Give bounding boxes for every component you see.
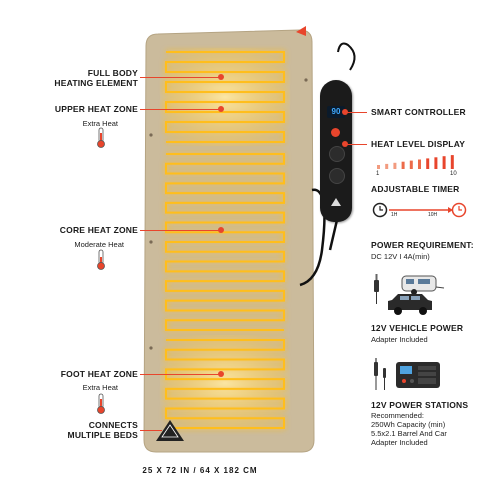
timer-max: 10H <box>428 212 438 218</box>
pointer-core-zone <box>140 230 220 231</box>
timer-scale <box>372 202 467 218</box>
pointer-connects <box>140 430 162 431</box>
heat-level-bar-9 <box>442 156 446 169</box>
pointer-dot-full-body <box>218 74 224 80</box>
pointer-smart-controller <box>345 112 367 113</box>
heat-level-bar-6 <box>418 159 421 169</box>
heat-level-bar-1 <box>377 165 380 169</box>
label-vehicle-power-sub: Adapter Included <box>371 335 428 344</box>
smart-controller-device[interactable]: 90 <box>320 80 352 222</box>
connector-badge <box>156 420 184 441</box>
heating-coil-zone-2 <box>165 153 285 331</box>
pointer-dot-upper-zone <box>218 106 224 112</box>
power-station-icon <box>396 362 440 388</box>
label-power-stations: 12V POWER STATIONS <box>371 400 469 410</box>
clock-icon-start <box>372 202 388 218</box>
heat-level-button[interactable] <box>329 146 345 162</box>
heat-level-bar-2 <box>385 163 389 169</box>
label-upper-zone: UPPER HEAT ZONE <box>54 104 138 114</box>
pointer-dot-smart-controller <box>342 109 348 115</box>
label-core-zone: CORE HEAT ZONE <box>59 225 138 235</box>
pad-grommets <box>149 78 308 350</box>
heat-level-bar-10 <box>450 155 454 169</box>
barrel-plug-icon <box>374 358 386 390</box>
pointer-upper-zone <box>140 109 220 110</box>
car-plug-icon <box>374 274 379 304</box>
pointer-dot-core-zone <box>218 227 224 233</box>
pointer-dot-heat-level <box>342 141 348 147</box>
rv-trailer-icon <box>401 275 445 295</box>
controller-cord-top <box>337 42 356 71</box>
heat-level-bar-4 <box>401 161 405 169</box>
controller-display: 90 <box>327 106 345 118</box>
timer-min: 1H <box>391 212 398 218</box>
heating-element-coils <box>165 51 285 429</box>
pointer-foot-zone <box>140 374 220 375</box>
label-core-zone-sub: Moderate Heat <box>74 240 124 249</box>
pointer-dot-foot-zone <box>218 371 224 377</box>
label-smart-controller: SMART CONTROLLER <box>371 107 466 117</box>
label-full-body: FULL BODY HEATING ELEMENT <box>54 68 138 88</box>
controller-cord <box>299 188 326 287</box>
upper-zone-glow <box>160 48 290 146</box>
label-connects: CONNECTS MULTIPLE BEDS <box>67 420 138 440</box>
label-upper-zone-sub: Extra Heat <box>82 119 118 128</box>
timer-button[interactable] <box>329 168 345 184</box>
label-foot-zone-sub: Extra Heat <box>82 383 118 392</box>
label-vehicle-power: 12V VEHICLE POWER <box>371 323 464 333</box>
pointer-full-body <box>140 77 220 78</box>
thermometer-icon <box>97 127 105 148</box>
clock-icon-end <box>451 202 467 218</box>
controller-cord-bottom <box>328 219 339 251</box>
heat-level-bar-3 <box>393 162 397 169</box>
label-power-requirement: POWER REQUIREMENT: <box>371 240 474 250</box>
heat-level-bars <box>377 155 454 169</box>
thermometer-icon <box>97 249 105 270</box>
label-power-requirement-sub: DC 12V I 4A(min) <box>371 252 430 261</box>
heat-level-min: 1 <box>376 171 380 177</box>
pad-corner-tag <box>296 26 306 36</box>
power-button[interactable] <box>331 128 340 137</box>
heat-level-bar-5 <box>409 160 413 169</box>
heating-coil-zone-3 <box>165 339 285 429</box>
label-adjustable-timer: ADJUSTABLE TIMER <box>371 184 460 194</box>
label-foot-zone: FOOT HEAT ZONE <box>60 369 138 379</box>
label-heat-level-display: HEAT LEVEL DISPLAY <box>371 139 466 149</box>
label-power-stations-sub: Recommended: 250Wh Capacity (min) 5.5x2.… <box>371 411 447 447</box>
power-station-illustration <box>374 358 440 390</box>
brand-logo-icon <box>331 198 341 206</box>
foot-zone-glow <box>160 335 290 430</box>
heat-level-bar-8 <box>434 157 438 169</box>
suv-icon <box>388 294 432 315</box>
heat-level-max: 10 <box>450 171 457 177</box>
thermometer-icon <box>97 393 105 414</box>
heating-coil-zone-1 <box>165 51 285 143</box>
vehicles-illustration <box>374 274 445 315</box>
pointer-heat-level <box>345 144 367 145</box>
dimensions-caption: 25 X 72 IN / 64 X 182 CM <box>142 466 258 475</box>
heat-level-bar-7 <box>426 158 430 169</box>
